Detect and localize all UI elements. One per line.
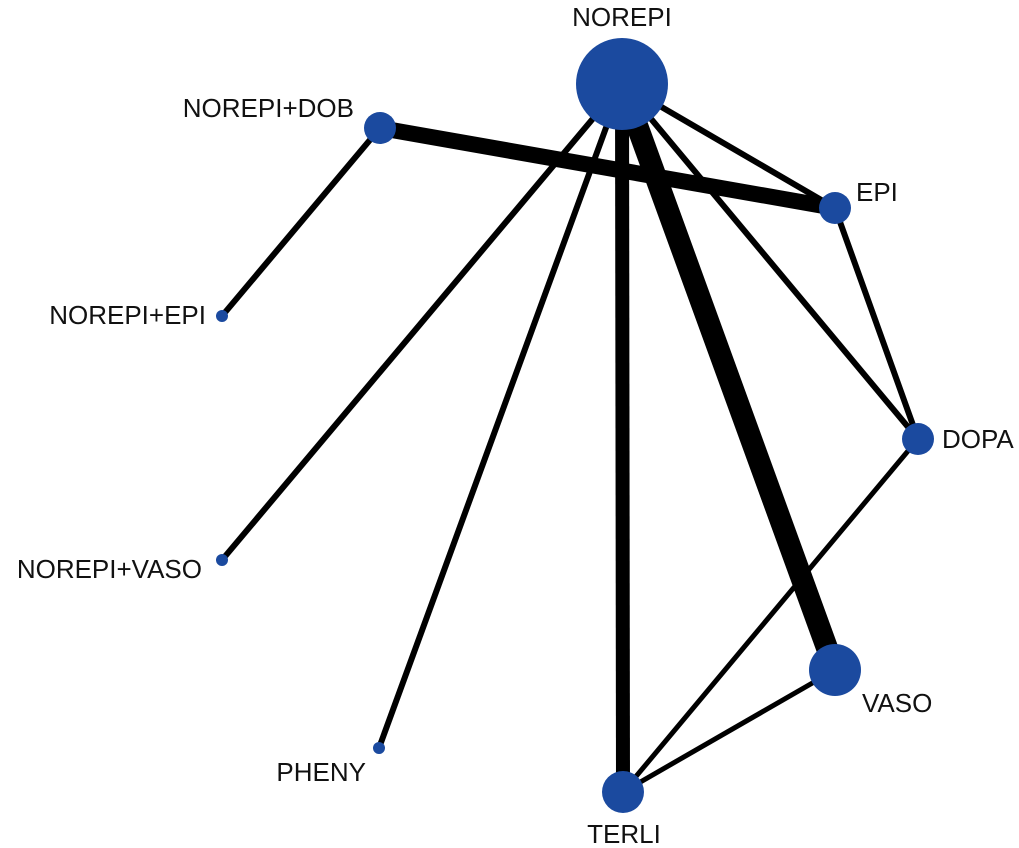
label-norepi-dob: NOREPI+DOB xyxy=(183,93,354,123)
node-dopa xyxy=(902,423,934,455)
label-norepi-epi: NOREPI+EPI xyxy=(49,300,206,330)
edge-dopa-terli xyxy=(621,437,920,794)
node-norepi-dob xyxy=(364,112,396,144)
edge-vaso-terli xyxy=(621,667,837,795)
edge-norepi-dob-norepi-epi xyxy=(219,126,383,318)
node-norepi xyxy=(576,38,668,130)
label-terli: TERLI xyxy=(587,819,661,848)
label-norepi-vaso: NOREPI+VASO xyxy=(17,554,202,584)
label-pheny: PHENY xyxy=(276,757,366,787)
edge-norepi-terli xyxy=(615,83,630,793)
edge-norepi-norepi-vaso xyxy=(219,82,625,562)
nodes-layer xyxy=(216,38,934,813)
label-vaso: VASO xyxy=(862,688,932,718)
node-pheny xyxy=(373,742,385,754)
node-vaso xyxy=(809,644,861,696)
node-epi xyxy=(819,192,851,224)
edge-norepi-pheny xyxy=(376,82,625,750)
node-norepi-epi xyxy=(216,310,228,322)
label-norepi: NOREPI xyxy=(572,2,672,32)
label-epi: EPI xyxy=(856,177,898,207)
node-norepi-vaso xyxy=(216,554,228,566)
edge-norepi-dopa xyxy=(619,82,921,441)
edges-layer xyxy=(219,80,921,795)
edge-epi-dopa xyxy=(832,206,921,441)
node-terli xyxy=(602,771,644,813)
label-dopa: DOPA xyxy=(942,424,1014,454)
labels-layer: NOREPI NOREPI+DOB EPI NOREPI+EPI DOPA NO… xyxy=(17,2,1015,848)
edge-norepi-dob-epi xyxy=(378,120,837,216)
